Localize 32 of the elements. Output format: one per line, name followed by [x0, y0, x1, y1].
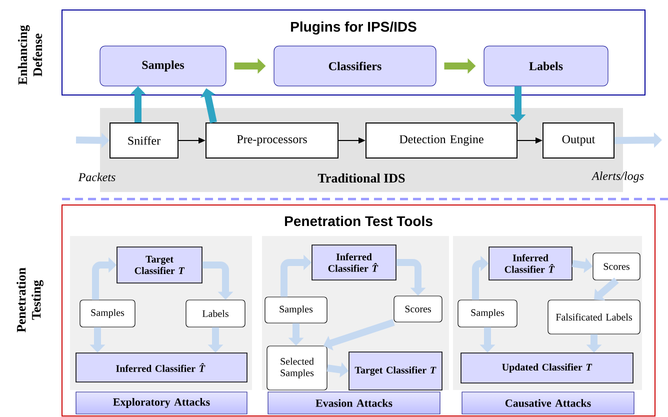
data-box: Labels	[186, 300, 246, 328]
classifier-box: Target Classifier T	[116, 246, 202, 284]
data-box: Samples	[80, 300, 136, 328]
plugin-box: Classifiers	[274, 46, 436, 86]
process-box: Pre-processors	[206, 122, 338, 158]
data-box: Samples	[264, 296, 328, 324]
process-box: Output	[542, 122, 614, 158]
data-box: Samples	[458, 300, 518, 328]
side-label: Enhancing Defense	[18, 25, 42, 85]
output-label: Alerts/logs	[591, 172, 644, 182]
classifier-box: Updated Classifier T	[460, 352, 634, 384]
data-box: Scores	[592, 252, 640, 280]
attack-banner: Causative Attacks	[462, 392, 634, 414]
classifier-box: Inferred Classifier T̂	[312, 244, 396, 280]
plugin-box: Labels	[484, 46, 608, 86]
side-label: Penetration Testing	[16, 268, 44, 332]
block-arrow	[594, 278, 619, 300]
data-box: Selected Samples	[266, 346, 328, 390]
plugin-box: Samples	[100, 46, 226, 86]
process-box: Detection Engine	[366, 122, 518, 158]
data-box: Falsificated Labels	[548, 300, 640, 334]
attack-banner: Evasion Attacks	[268, 392, 440, 414]
classifier-box: Inferred Classifier T̂	[488, 246, 572, 280]
panel-heading: Penetration Test Tools	[285, 216, 432, 226]
process-box: Sniffer	[110, 122, 178, 158]
attack-banner: Exploratory Attacks	[76, 392, 248, 414]
panel-heading: Traditional IDS	[318, 173, 405, 183]
classifier-box: Target Classifier T	[348, 352, 442, 390]
data-box: Scores	[394, 296, 442, 322]
input-label: Packets	[78, 172, 116, 182]
panel-heading: Plugins for IPS/IDS	[291, 21, 416, 35]
classifier-box: Inferred Classifier T̂	[76, 352, 248, 382]
